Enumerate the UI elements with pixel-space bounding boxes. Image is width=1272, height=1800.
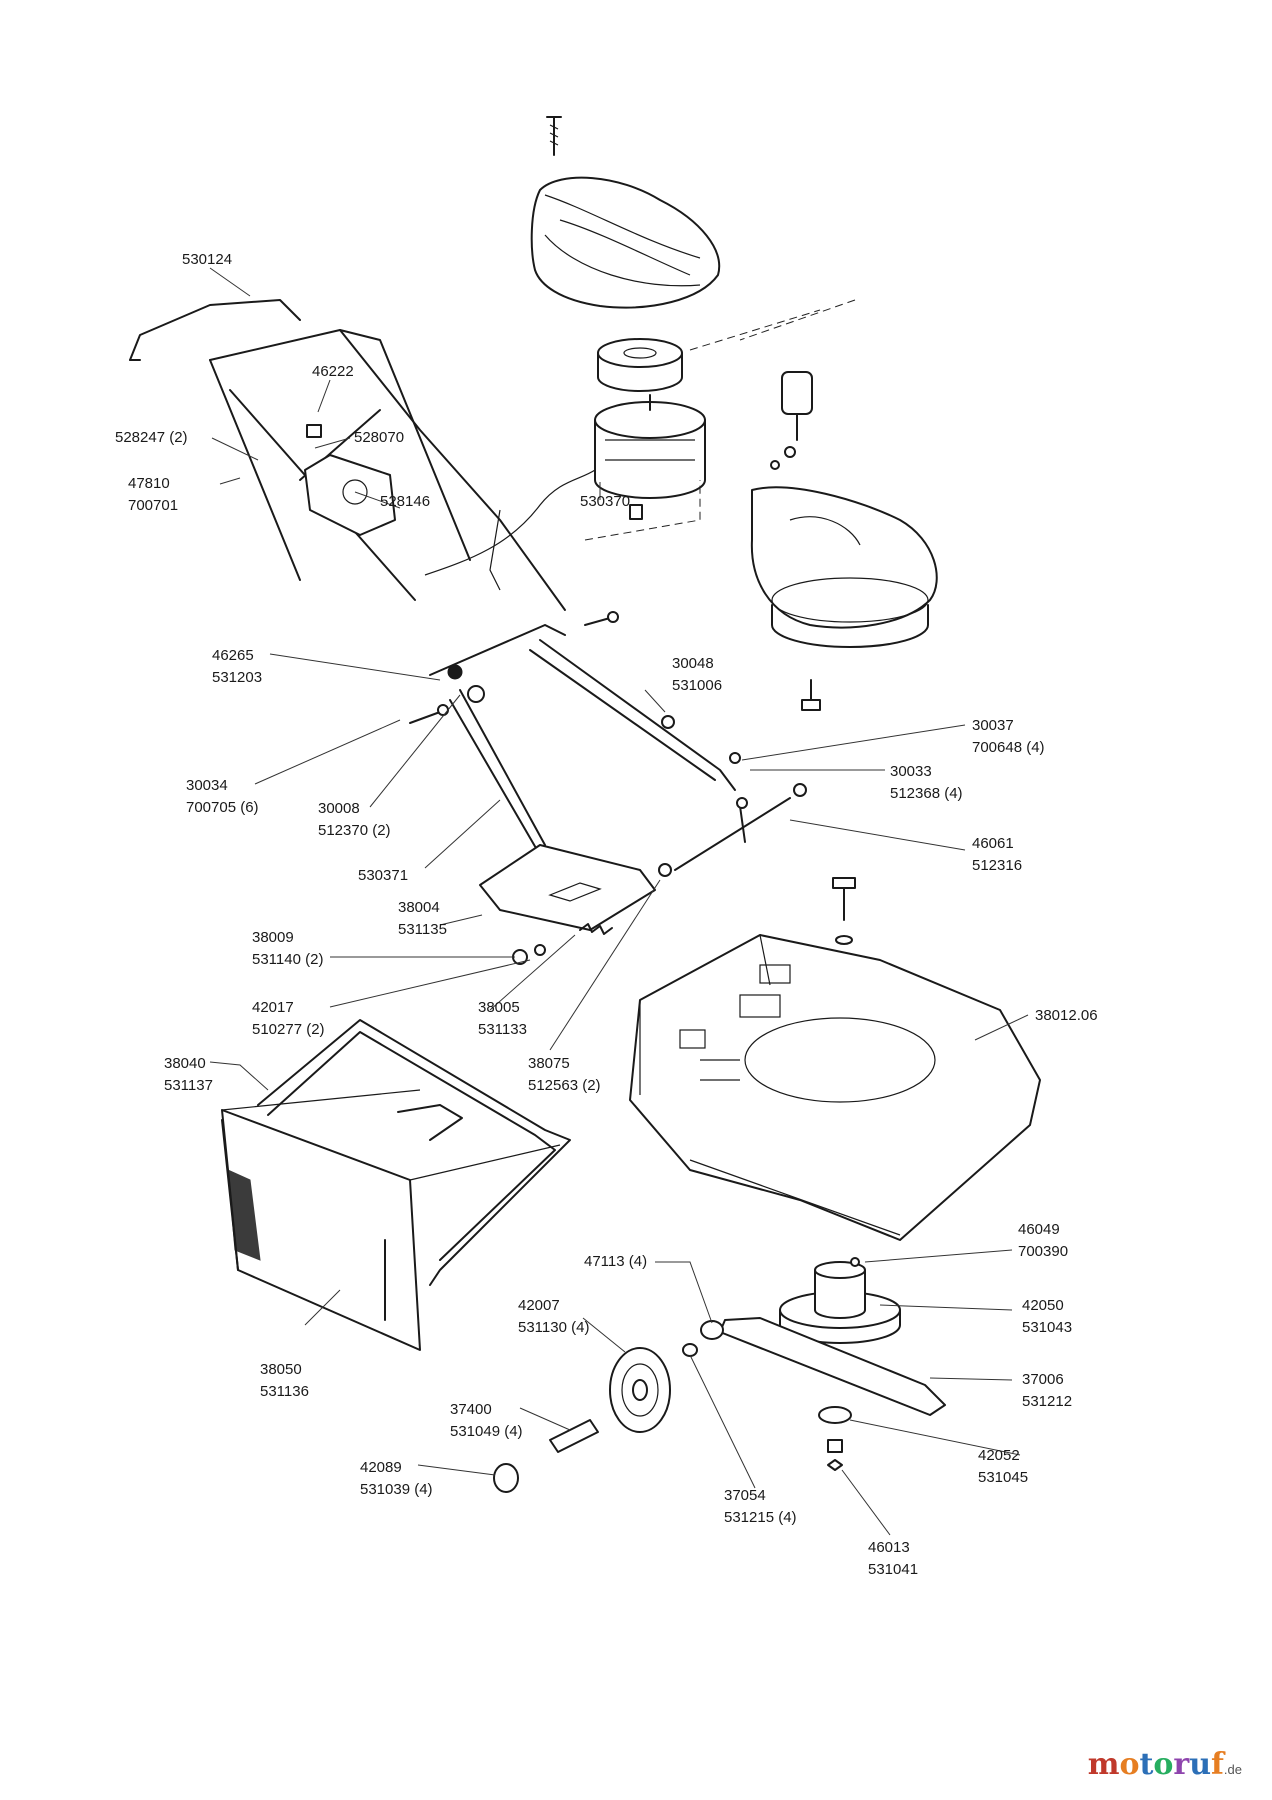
watermark-tld: .de bbox=[1223, 1762, 1242, 1777]
grass-bag bbox=[221, 1089, 561, 1351]
power-cable bbox=[424, 469, 596, 576]
watermark-letter: t bbox=[1139, 1747, 1154, 1782]
flap-plate bbox=[479, 844, 656, 931]
watermark-letter: u bbox=[1189, 1747, 1212, 1782]
blade-bolt bbox=[818, 1406, 852, 1471]
bag-frame bbox=[257, 1019, 571, 1286]
watermark-brand: motoruf bbox=[1088, 1747, 1224, 1782]
callout-c24: 47113 (4) bbox=[584, 1253, 647, 1270]
callout-c02: 46222 bbox=[312, 363, 354, 380]
wheel bbox=[609, 1347, 671, 1433]
assembly-guide-lines bbox=[584, 299, 856, 541]
wheel-hardware bbox=[493, 1320, 724, 1493]
watermark-logo: motoruf.de bbox=[1088, 1747, 1242, 1782]
top-screw bbox=[546, 116, 562, 156]
callout-c20: 38012.06 bbox=[1035, 1007, 1098, 1024]
callout-c15: 530371 bbox=[358, 867, 408, 884]
upper-handle bbox=[209, 329, 566, 611]
motor bbox=[594, 394, 706, 520]
switch-box bbox=[304, 424, 396, 536]
fan bbox=[597, 338, 683, 392]
callout-c07: 530370 bbox=[580, 493, 630, 510]
blade bbox=[719, 1317, 946, 1416]
leader-lines bbox=[209, 267, 1029, 1536]
motor-housing-base bbox=[750, 486, 938, 648]
switch-lever bbox=[129, 299, 301, 361]
housing-bolt bbox=[801, 679, 821, 711]
callout-c03: 528247 (2) bbox=[115, 429, 188, 446]
callout-c04: 528070 bbox=[354, 429, 404, 446]
spring-washers bbox=[512, 863, 672, 965]
lower-handle bbox=[429, 624, 736, 856]
callout-c06: 528146 bbox=[380, 493, 430, 510]
watermark-letter: o bbox=[1119, 1747, 1140, 1782]
watermark-letter: m bbox=[1087, 1747, 1120, 1782]
handle-fasteners bbox=[409, 611, 807, 843]
watermark-letter: o bbox=[1153, 1747, 1174, 1782]
watermark-letter: r bbox=[1173, 1747, 1190, 1782]
mower-deck bbox=[629, 934, 1041, 1241]
capacitor bbox=[770, 371, 813, 470]
blade-boss bbox=[779, 1257, 901, 1344]
watermark-letter: f bbox=[1211, 1747, 1224, 1782]
motor-cover bbox=[530, 176, 721, 309]
callout-c01: 530124 bbox=[182, 251, 232, 268]
axle-rod bbox=[674, 797, 791, 871]
